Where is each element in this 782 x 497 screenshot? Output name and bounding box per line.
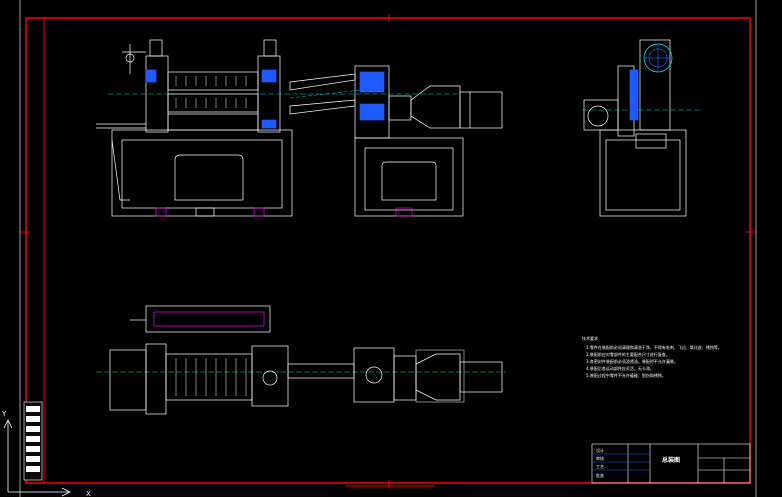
- drawing-name: 总装图: [662, 456, 680, 464]
- layer-palette[interactable]: [23, 401, 43, 481]
- front-view: [96, 39, 503, 217]
- side-view: [582, 39, 700, 217]
- notes-line: 5.装配过程中零件不允许磕碰、划伤和锈蚀。: [586, 372, 666, 378]
- notes-heading: 技术要求: [582, 335, 598, 341]
- top-view: [96, 305, 506, 415]
- title-block-label: 批准: [596, 472, 604, 478]
- notes-line: 4.装配后各运动部件应灵活，无卡滞。: [586, 365, 654, 371]
- technical-notes: 技术要求 1.零件在装配前必须清理和清洗干净，不得有毛刺、飞边、氧化皮、锈蚀等。…: [582, 335, 722, 378]
- title-block: [591, 443, 751, 484]
- drawing-frame: [19, 0, 757, 497]
- ucs-x-label: X: [86, 490, 91, 497]
- title-block-label: 工艺: [596, 464, 604, 469]
- notes-line: 3.各密封件装配前必须浸透油，装配时不允许漏装。: [586, 358, 678, 364]
- notes-line: 2.装配前应对零部件的主要配合尺寸进行复查。: [586, 351, 670, 357]
- title-block-label: 设计: [596, 447, 604, 453]
- notes-line: 1.零件在装配前必须清理和清洗干净，不得有毛刺、飞边、氧化皮、锈蚀等。: [586, 344, 722, 350]
- ucs-y-label: Y: [1, 410, 7, 418]
- title-block-label: 审核: [596, 455, 604, 461]
- ucs-icon: [3, 419, 71, 497]
